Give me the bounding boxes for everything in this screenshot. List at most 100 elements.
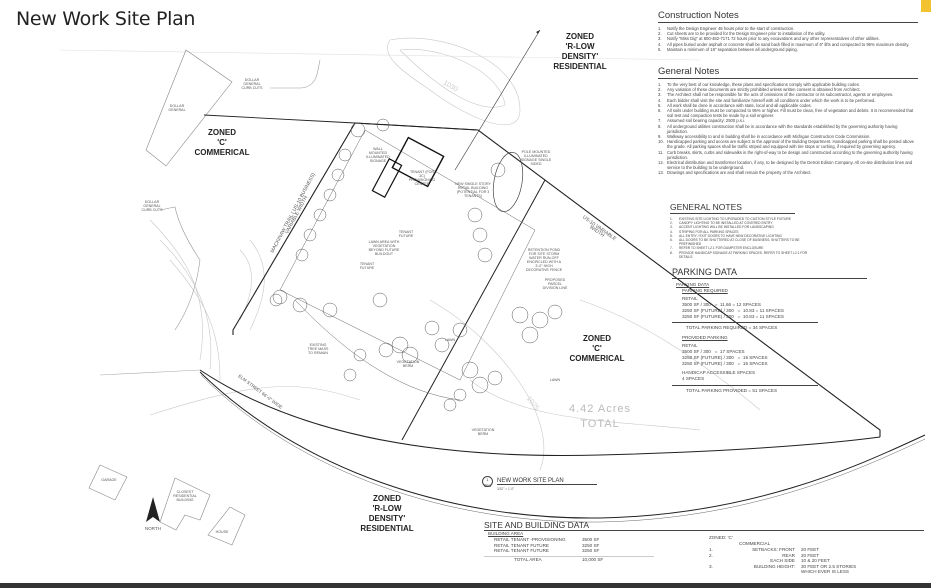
zone-label-c-commercial-east: ZONED 'C' COMMERICAL: [567, 334, 627, 364]
note-item: 11.Curb breaks, skirts, curbs and sidewa…: [658, 150, 918, 160]
note-number: 5.: [658, 46, 662, 52]
setback-value: 20 FEET: [801, 552, 820, 558]
retention-pond: [492, 152, 524, 212]
setback-num: 2.: [709, 552, 713, 558]
tenant-future-label-2: TENANT FUTURE: [359, 262, 375, 270]
note-number: 3.: [658, 36, 662, 42]
note-item: 9.Walkway accessibility to and in buildi…: [658, 134, 918, 139]
veg-berm-label-2: VEGETATION BERM: [471, 428, 495, 436]
note-item: 7. REFER TO SHEET L2.1 FOR DUMPSTER ENCLO…: [670, 246, 820, 250]
zone-line: RESIDENTIAL: [360, 524, 414, 533]
general-notes-caps-list: 1. EXISTING SITE LIGHTING TO UPGRADED TO …: [670, 217, 820, 259]
general-notes-caps: GENERAL NOTES 1. EXISTING SITE LIGHTING T…: [670, 202, 807, 259]
note-item: 4.All pipes buried under asphalt or conc…: [658, 42, 918, 47]
note-text: REFER TO SHEET L2.1 FOR DUMPSTER ENCLOSU…: [679, 246, 764, 251]
note-item: 3. ACCENT LIGHTING WILL BE INSTALLED FOR …: [670, 225, 820, 229]
parking-line: 3500 SF / 300 = 17 SPACES: [682, 349, 745, 354]
note-item: 12.Electrical distribution and transform…: [658, 160, 918, 170]
note-text: CANOPY LIGHTING TO BE INSTALLED AT COVER…: [679, 221, 773, 226]
tenant-provisioning-label: TENANT (FOR 3C) PROVISIONING CENTER: [408, 170, 436, 186]
parking-required-heading: PARKING REQUIRED: [682, 288, 728, 293]
plan-caption-scale: 3/32" = 1'-0": [497, 487, 515, 491]
note-text: Cut sheets are to be provided for the De…: [667, 31, 826, 37]
north-arrow-icon: [146, 497, 160, 522]
note-number: 13.: [658, 170, 664, 176]
retention-pond-label: RETENTION POND FOR SITE STORM WATER RUN-…: [525, 248, 563, 272]
page-title: New Work Site Plan: [16, 8, 196, 30]
note-item: 2. CANOPY LIGHTING TO BE INSTALLED AT COV…: [670, 221, 820, 225]
zoned-type: COMMERCIAL: [739, 541, 771, 546]
total-area-value: 10,000 SF: [582, 556, 604, 562]
note-item: 5.ALL ENTRY / EXIT DOORS TO HAVE NEW DEC…: [670, 234, 820, 238]
note-item: 1.Notify the Design Engineer 48 hours pr…: [658, 26, 918, 31]
note-text: ACCENT LIGHTING WILL BE INSTALLED FOR LA…: [679, 225, 774, 230]
note-number: 4.: [658, 97, 662, 103]
note-number: 2.: [670, 221, 673, 226]
note-item: 7.Assumed soil bearing capacity: 2500 p.…: [658, 118, 918, 123]
note-number: 3.: [670, 225, 673, 230]
zone-line: 'R-LOW: [565, 42, 595, 51]
garage-label: GARAGE: [101, 478, 117, 482]
area-value: 3250 SF: [582, 548, 600, 554]
note-number: 5.: [658, 102, 662, 108]
closest-residential-label: CLOSEST RESIDENTIAL BUILDING: [173, 490, 197, 502]
note-text: Notify "Miss Dig" at 800-482-7171 72 hou…: [667, 36, 880, 42]
trees: [269, 118, 563, 412]
house-building: [207, 506, 246, 546]
curb-cuts: [159, 59, 321, 331]
note-number: 1.: [670, 217, 673, 221]
note-number: 7.: [670, 246, 673, 251]
note-number: 2.: [658, 31, 662, 37]
note-number: 12.: [658, 160, 664, 166]
dollar-general-label: DOLLAR GENERAL: [168, 104, 186, 112]
note-text: Drawings and specifications are and shal…: [667, 170, 812, 176]
note-number: 6.: [658, 108, 662, 114]
zone-line: DENSITY': [368, 514, 406, 523]
house-label: HOUSE: [215, 530, 229, 534]
note-text: EXISTING SITE LIGHTING TO UPGRADED TO CU…: [679, 217, 791, 221]
setback-label: EACH SIDE: [770, 558, 795, 564]
area-value: 3500 SF: [582, 537, 600, 542]
detail-sheet: SP.1: [483, 484, 492, 488]
parking-data-title: PARKING DATA: [672, 267, 867, 279]
zoned-value: ZONED: 'C': [709, 535, 733, 540]
provided-parking-heading: PROVIDED PARKING: [682, 335, 728, 340]
tenant-provisioning-building: [391, 136, 445, 188]
note-number: 4.: [658, 41, 662, 47]
note-number: 8.: [670, 250, 673, 255]
note-item: 13.Drawings and specifications are and s…: [658, 170, 918, 175]
curb-cuts-label-2: DOLLAR GENERAL CURB CUTS: [141, 200, 163, 212]
zone-line: 'C': [592, 344, 602, 353]
parking-required-group: RETAIL: [682, 296, 698, 301]
note-item: 2. Cut sheets are to be provided for the …: [658, 31, 918, 36]
note-text: ALL ENTRY / EXIT DOORS TO HAVE NEW DECOR…: [679, 233, 782, 238]
general-notes-caps-title: GENERAL NOTES: [670, 202, 795, 214]
parking-line: 3250 SF (FUTURE) / 300 = 10.83 = 11 SPAC…: [682, 314, 784, 319]
note-text: Curb breaks, skirts, curbs and sidewalks…: [667, 149, 913, 160]
parking-line: 3250 SF (FUTURE) / 300 = 10.83 = 11 SPAC…: [682, 308, 784, 313]
total-area-row: TOTAL AREA 10,000 SF: [514, 557, 609, 563]
note-item: 4.STRIPING FOR ALL PARKING SPACES: [670, 230, 820, 234]
pole-signage-label: POLE MOUNTED ILLUMINATED SIGNAGE SINGLE …: [520, 150, 552, 166]
note-text: Maintain a minimum of 18" separation bet…: [667, 46, 798, 52]
bottom-bar: [0, 583, 931, 588]
note-text: STRIPING FOR ALL PARKING SPACES: [679, 229, 739, 234]
dimension-arrow: [454, 29, 541, 171]
parking-lot: [279, 129, 536, 381]
setback-row: 3.BUILDING HEIGHT:30 FEET OR 2.5 STORIES: [709, 564, 862, 570]
construction-notes-list: 1.Notify the Design Engineer 48 hours pr…: [658, 26, 918, 52]
zone-line: 'R-LOW: [372, 504, 402, 513]
note-item: 4.Each bidder shall visit the site and f…: [658, 98, 918, 103]
parking-provided-total: TOTAL PARKING PROVIDED = 51 SPACES: [686, 388, 778, 393]
general-notes-title: General Notes: [658, 66, 918, 79]
site-data-title: SITE AND BUILDING DATA: [484, 520, 924, 531]
parcel-division-line: [401, 179, 546, 441]
note-text: ALL DOORS TO BE SHUTTERED AT CLOSE OF BU…: [679, 238, 800, 247]
zone-line: DENSITY': [561, 52, 599, 61]
